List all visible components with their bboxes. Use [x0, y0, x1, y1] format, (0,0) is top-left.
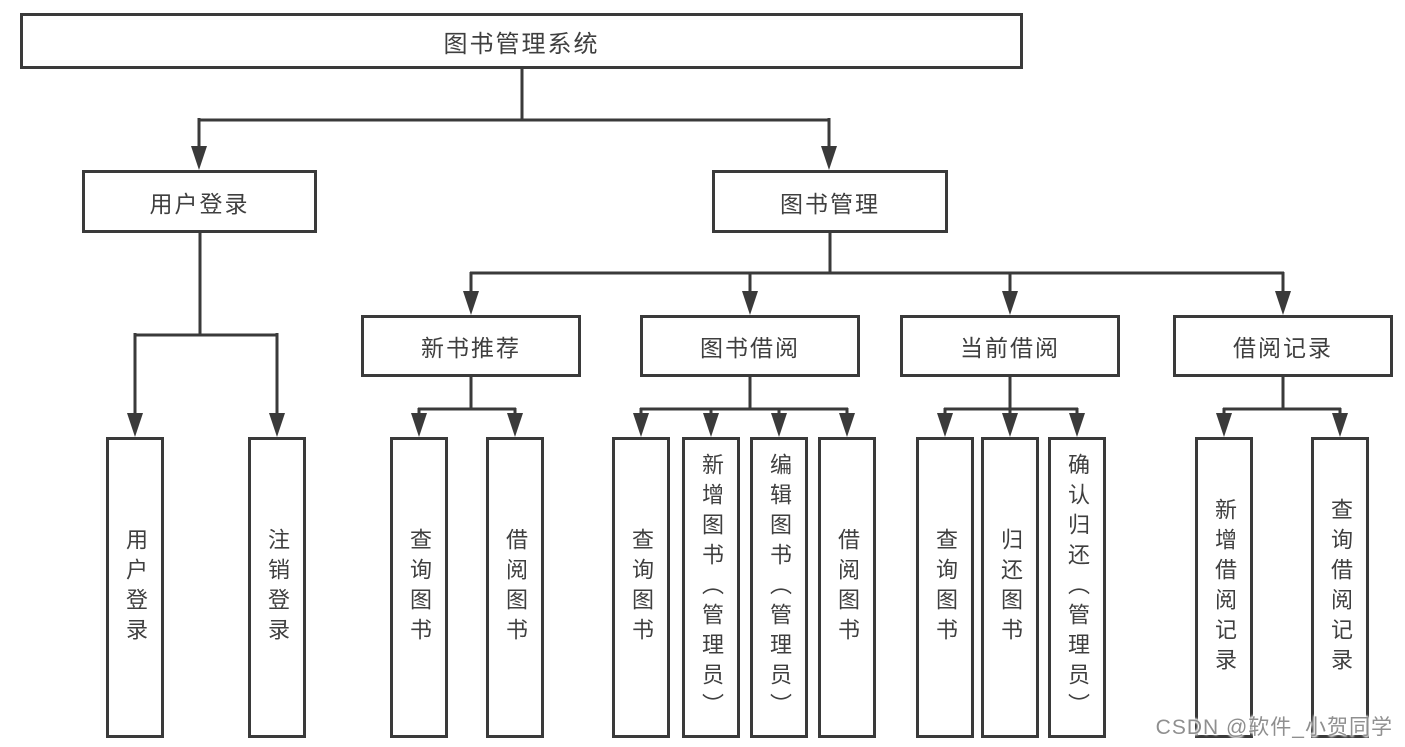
node-book-management-system: 图书管理系统 [20, 13, 1023, 69]
leaf-edit-books-admin: 编辑图书（管理员） [750, 437, 808, 738]
leaf-logout: 注销登录 [248, 437, 306, 738]
leaf-label: 查询图书 [629, 527, 654, 648]
node-label: 借阅记录 [1233, 335, 1333, 361]
node-label: 用户登录 [149, 190, 250, 217]
node-current-borrowing: 当前借阅 [900, 315, 1120, 377]
leaf-query-books-recommend: 查询图书 [390, 437, 448, 738]
leaf-label: 用户登录 [123, 527, 148, 648]
leaf-add-books-admin: 新增图书（管理员） [682, 437, 740, 738]
leaf-confirm-return-admin: 确认归还（管理员） [1048, 437, 1106, 738]
leaf-query-books-current: 查询图书 [916, 437, 974, 738]
leaf-query-borrow-record: 查询借阅记录 [1311, 437, 1369, 738]
leaf-borrow-books: 借阅图书 [818, 437, 876, 738]
leaf-label: 确认归还（管理员） [1065, 452, 1090, 723]
leaf-return-books: 归还图书 [981, 437, 1039, 738]
leaf-label: 查询借阅记录 [1328, 497, 1353, 678]
node-new-book-recommendation: 新书推荐 [361, 315, 581, 377]
leaf-add-borrow-record: 新增借阅记录 [1195, 437, 1253, 738]
node-book-management: 图书管理 [712, 170, 948, 233]
node-label: 新书推荐 [421, 335, 521, 361]
leaf-label: 编辑图书（管理员） [767, 452, 792, 723]
node-borrowing-records: 借阅记录 [1173, 315, 1393, 377]
leaf-label: 新增图书（管理员） [699, 452, 724, 723]
leaf-label: 查询图书 [933, 527, 958, 648]
leaf-label: 借阅图书 [835, 527, 860, 648]
node-book-borrowing: 图书借阅 [640, 315, 860, 377]
node-label: 图书管理 [780, 190, 880, 217]
leaf-borrow-books-recommend: 借阅图书 [486, 437, 544, 738]
leaf-label: 查询图书 [407, 527, 432, 648]
node-label: 图书管理系统 [443, 30, 600, 58]
leaf-label: 注销登录 [265, 527, 290, 648]
leaf-query-books-borrow: 查询图书 [612, 437, 670, 738]
leaf-user-login: 用户登录 [106, 437, 164, 738]
watermark: CSDN @软件_小贺同学 [1155, 716, 1393, 739]
node-label: 图书借阅 [700, 335, 800, 361]
leaf-label: 归还图书 [998, 527, 1023, 648]
leaf-label: 借阅图书 [503, 527, 528, 648]
node-user-login: 用户登录 [82, 170, 317, 233]
leaf-label: 新增借阅记录 [1212, 497, 1237, 678]
node-label: 当前借阅 [960, 335, 1060, 361]
